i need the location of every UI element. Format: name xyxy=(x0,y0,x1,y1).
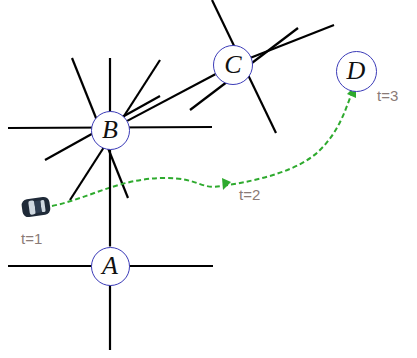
time-label: t=1 xyxy=(20,230,43,247)
intersection-node: A xyxy=(91,247,130,286)
node-letter: D xyxy=(347,58,366,84)
trajectory-marker xyxy=(222,178,231,190)
node-letter: C xyxy=(224,52,241,78)
intersection-node: B xyxy=(91,111,130,150)
time-label: t=3 xyxy=(376,87,399,104)
node-letter: A xyxy=(102,253,118,279)
road xyxy=(212,0,276,133)
road xyxy=(109,284,111,350)
road-connector xyxy=(109,150,111,247)
intersection-node: D xyxy=(336,51,377,92)
intersection-node: C xyxy=(213,45,253,85)
car-icon xyxy=(21,196,51,218)
node-letter: B xyxy=(102,117,118,143)
time-label: t=2 xyxy=(238,186,261,203)
trajectory xyxy=(52,93,352,206)
road xyxy=(190,28,298,110)
road xyxy=(250,25,334,58)
road-connector xyxy=(127,74,215,121)
